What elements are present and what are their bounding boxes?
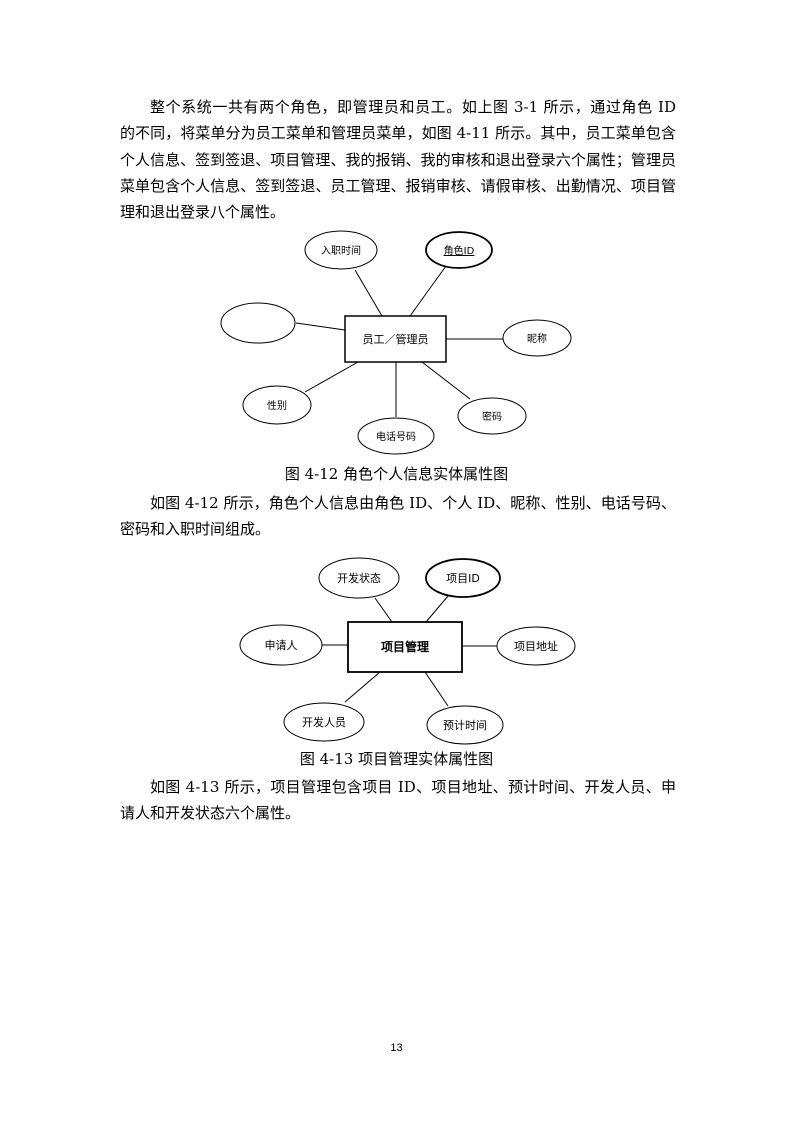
attr-join-time-label: 入职时间 [321,244,361,257]
entity-label: 项目管理 [381,639,429,654]
attr-role-id-ellipse [425,231,493,269]
attr-project-address-label: 项目地址 [514,639,558,653]
figure-4-12-caption: 图 4-12 角色个人信息实体属性图 [284,465,509,483]
project-er-diagram: 项目管理 开发状态 项目ID 申请人 项目地址 开发人员 预计时间 [239,557,576,745]
attr-project-address-ellipse [496,626,576,666]
attr-phone-ellipse [357,417,435,455]
attr-left-ellipse [220,302,296,344]
attr-role-id-label: 角色ID [444,244,475,257]
attr-project-id-label: 项目ID [446,572,480,585]
attr-nickname-label: 昵称 [527,332,547,345]
attr-estimated-time-label: 预计时间 [443,719,487,732]
attr-applicant-ellipse [239,624,323,666]
intro-paragraph: 整个系统一共有两个角色，即管理员和员工。如上图 3-1 所示，通过角色 ID 的… [120,98,676,222]
role-info-er-diagram: 员工／管理员 入职时间 角色ID 昵称 性别 电话号码 密码 [220,230,572,455]
attr-dev-status-label: 开发状态 [337,571,381,585]
entity-label: 员工／管理员 [363,332,429,346]
attr-phone-label: 电话号码 [376,430,416,443]
attr-developer-label: 开发人员 [302,715,346,729]
attr-estimated-time-ellipse [426,705,504,745]
project-description-paragraph: 如图 4-13 所示，项目管理包含项目 ID、项目地址、预计时间、开发人员、申请… [120,778,676,823]
attr-nickname-ellipse [502,319,572,357]
attr-gender-label: 性别 [267,399,287,412]
entity-box [344,315,447,363]
attr-dev-status-ellipse [318,557,400,599]
attr-developer-ellipse [283,702,365,742]
attr-gender-ellipse [242,385,312,425]
page-number: 13 [390,1042,403,1054]
attr-applicant-label: 申请人 [265,639,298,652]
figure-4-13-caption: 图 4-13 项目管理实体属性图 [299,750,494,768]
role-description-paragraph: 如图 4-12 所示，角色个人信息由角色 ID、个人 ID、昵称、性别、电话号码… [120,494,676,539]
attr-password-label: 密码 [482,410,502,423]
attr-project-id-ellipse [425,558,501,598]
attr-password-ellipse [457,397,527,435]
entity-box [347,621,463,673]
attr-join-time-ellipse [304,230,378,270]
